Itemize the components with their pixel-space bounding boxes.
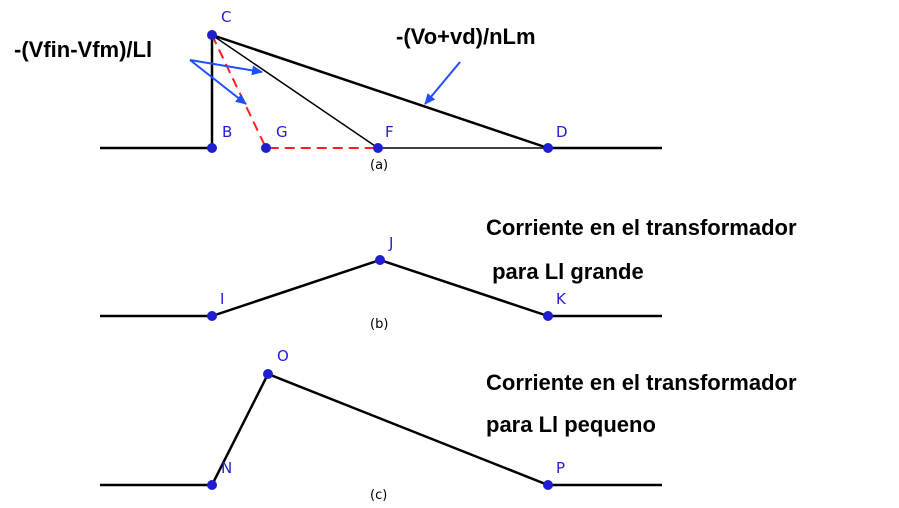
point-c bbox=[207, 30, 217, 40]
point-o bbox=[263, 369, 273, 379]
point-d bbox=[543, 143, 553, 153]
label-i: I bbox=[220, 290, 224, 308]
label-g: G bbox=[276, 123, 288, 141]
label-b: B bbox=[222, 123, 232, 141]
description-b-line2: para Ll grande bbox=[486, 259, 644, 284]
caption-c: (c) bbox=[370, 488, 387, 503]
caption-b: (b) bbox=[370, 317, 388, 332]
caption-a: (a) bbox=[370, 158, 388, 173]
label-c: C bbox=[221, 8, 231, 26]
label-k: K bbox=[556, 290, 567, 308]
point-i bbox=[207, 311, 217, 321]
panel-b: I J K (b) Corriente en el transformador … bbox=[100, 215, 797, 332]
point-j bbox=[375, 255, 385, 265]
point-b bbox=[207, 143, 217, 153]
point-k bbox=[543, 311, 553, 321]
segment-c-f bbox=[211, 34, 379, 149]
point-n bbox=[207, 480, 217, 490]
label-j: J bbox=[388, 234, 393, 252]
arrow-right bbox=[424, 61, 461, 105]
slope-annotation-left: -(Vfin-Vfm)/Ll bbox=[14, 37, 152, 62]
point-g bbox=[261, 143, 271, 153]
arrow-left-2 bbox=[189, 59, 247, 105]
panel-c: O N P (c) Corriente en el transformador … bbox=[100, 347, 797, 503]
label-n: N bbox=[221, 459, 232, 477]
segment-c-d bbox=[211, 33, 549, 150]
label-o: O bbox=[277, 347, 289, 365]
label-d: D bbox=[556, 123, 568, 141]
label-p: P bbox=[556, 459, 565, 477]
description-c-line2: para Ll pequeno bbox=[486, 412, 656, 437]
point-f bbox=[373, 143, 383, 153]
arrow-left-1 bbox=[189, 59, 263, 76]
slope-annotation-right: -(Vo+vd)/nLm bbox=[396, 24, 536, 49]
description-c-line1: Corriente en el transformador bbox=[486, 370, 797, 395]
dashed-path-c-g-f bbox=[211, 34, 378, 149]
panel-a: C B G F D -(Vfin-Vfm)/Ll -(Vo+vd)/nLm (a… bbox=[14, 8, 662, 173]
point-p bbox=[543, 480, 553, 490]
label-f: F bbox=[385, 123, 394, 141]
description-b-line1: Corriente en el transformador bbox=[486, 215, 797, 240]
